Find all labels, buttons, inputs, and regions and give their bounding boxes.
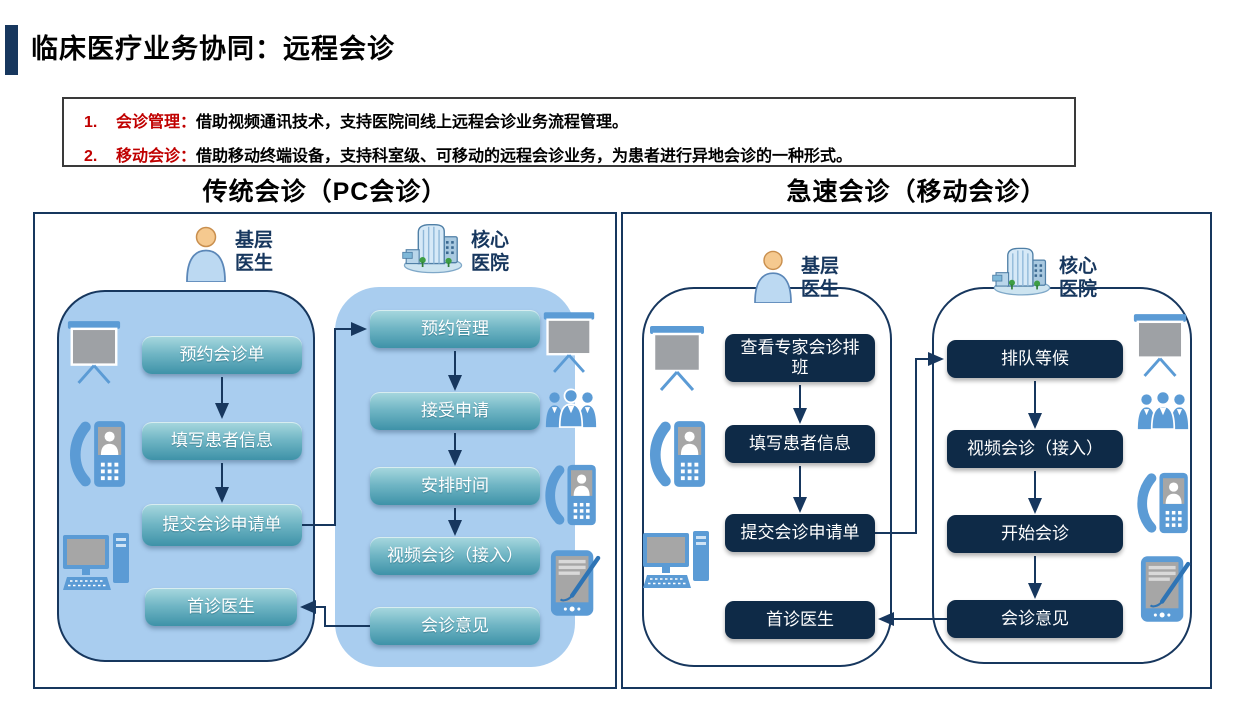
video-phone-icon (543, 464, 599, 526)
step-first-visit-doctor: 首诊医生 (725, 601, 875, 639)
item-description: 借助移动终端设备，支持科室级、可移动的远程会诊业务，为患者进行异地会诊的一种形式… (196, 148, 853, 165)
actor-label-primary-doctor: 基层 医生 (801, 255, 839, 301)
step-video-consult-access: 视频会诊（接入） (370, 537, 540, 575)
projector-screen-icon (648, 324, 706, 392)
step-fill-patient-info: 填写患者信息 (142, 422, 302, 460)
tablet-pen-icon (1139, 556, 1191, 624)
tablet-pen-icon (549, 550, 601, 618)
page-title: 临床医疗业务协同：远程会诊 (31, 34, 395, 64)
projector-screen-icon (1132, 314, 1188, 378)
person-icon (754, 250, 792, 303)
panel-mobile-consult: 基层 医生 核心 医院 查看专家会诊排班 填写患者信息 提交会诊申请单 首诊医生… (621, 212, 1212, 689)
step-first-visit-doctor: 首诊医生 (145, 588, 297, 626)
video-phone-icon (1135, 472, 1191, 534)
actor-label-core-hospital: 核心 医院 (471, 229, 509, 275)
hospital-building-icon (402, 223, 463, 274)
step-consult-opinion: 会诊意见 (370, 607, 540, 645)
step-reserve-consult-form: 预约会诊单 (142, 336, 302, 374)
projector-screen-icon (542, 312, 596, 374)
people-group-icon (545, 388, 597, 428)
step-reservation-management: 预约管理 (370, 310, 540, 348)
projector-screen-icon (66, 319, 122, 385)
actor-label-line: 基层 (801, 256, 840, 277)
section-title-pc-consult: 传统会诊（PC会诊） (202, 178, 448, 206)
summary-item: 2. 移动会诊：借助移动终端设备，支持科室级、可移动的远程会诊业务，为患者进行异地… (84, 142, 1064, 166)
video-phone-icon (69, 420, 127, 488)
video-phone-icon (649, 420, 707, 488)
actor-label-primary-doctor: 基层 医生 (235, 229, 273, 275)
actor-label-line: 医院 (471, 253, 510, 275)
step-accept-request: 接受申请 (370, 392, 540, 430)
desktop-computer-icon (63, 532, 130, 591)
section-title-mobile-consult: 急速会诊（移动会诊） (786, 178, 1047, 206)
actor-label-line: 核心 (1059, 256, 1098, 277)
actor-label-line: 医院 (1059, 279, 1098, 301)
actor-label-line: 基层 (235, 230, 274, 251)
item-description: 借助视频通讯技术，支持医院间线上远程会诊业务流程管理。 (196, 114, 629, 131)
step-consult-opinion: 会诊意见 (947, 600, 1123, 638)
step-queue-waiting: 排队等候 (947, 340, 1123, 378)
people-group-icon (1137, 390, 1189, 430)
item-term: 移动会诊： (116, 148, 197, 165)
title-accent-bar (5, 25, 18, 75)
panel-pc-consult: 基层 医生 核心 医院 预约会诊单 填写患者信息 提交会诊申请单 首诊医生 预约… (33, 212, 617, 689)
person-icon (186, 226, 226, 282)
item-number: 2. (84, 148, 98, 165)
step-start-consult: 开始会诊 (947, 515, 1123, 553)
item-term: 会诊管理： (116, 114, 197, 131)
step-submit-consult-request: 提交会诊申请单 (725, 514, 875, 552)
step-video-consult-access: 视频会诊（接入） (947, 430, 1123, 468)
step-schedule-time: 安排时间 (370, 467, 540, 505)
actor-label-core-hospital: 核心 医院 (1059, 255, 1097, 301)
step-submit-consult-request: 提交会诊申请单 (142, 504, 302, 546)
actor-label-line: 医生 (235, 253, 274, 275)
summary-item: 1. 会诊管理：借助视频通讯技术，支持医院间线上远程会诊业务流程管理。 (84, 108, 1064, 132)
item-number: 1. (84, 114, 98, 131)
actor-label-line: 医生 (801, 279, 840, 301)
step-view-expert-schedule: 查看专家会诊排班 (725, 334, 875, 382)
hospital-building-icon (992, 247, 1051, 296)
actor-label-line: 核心 (471, 230, 510, 251)
desktop-computer-icon (643, 530, 710, 589)
summary-box: 1. 会诊管理：借助视频通讯技术，支持医院间线上远程会诊业务流程管理。 2. 移动会… (62, 97, 1076, 167)
step-fill-patient-info: 填写患者信息 (725, 425, 875, 463)
